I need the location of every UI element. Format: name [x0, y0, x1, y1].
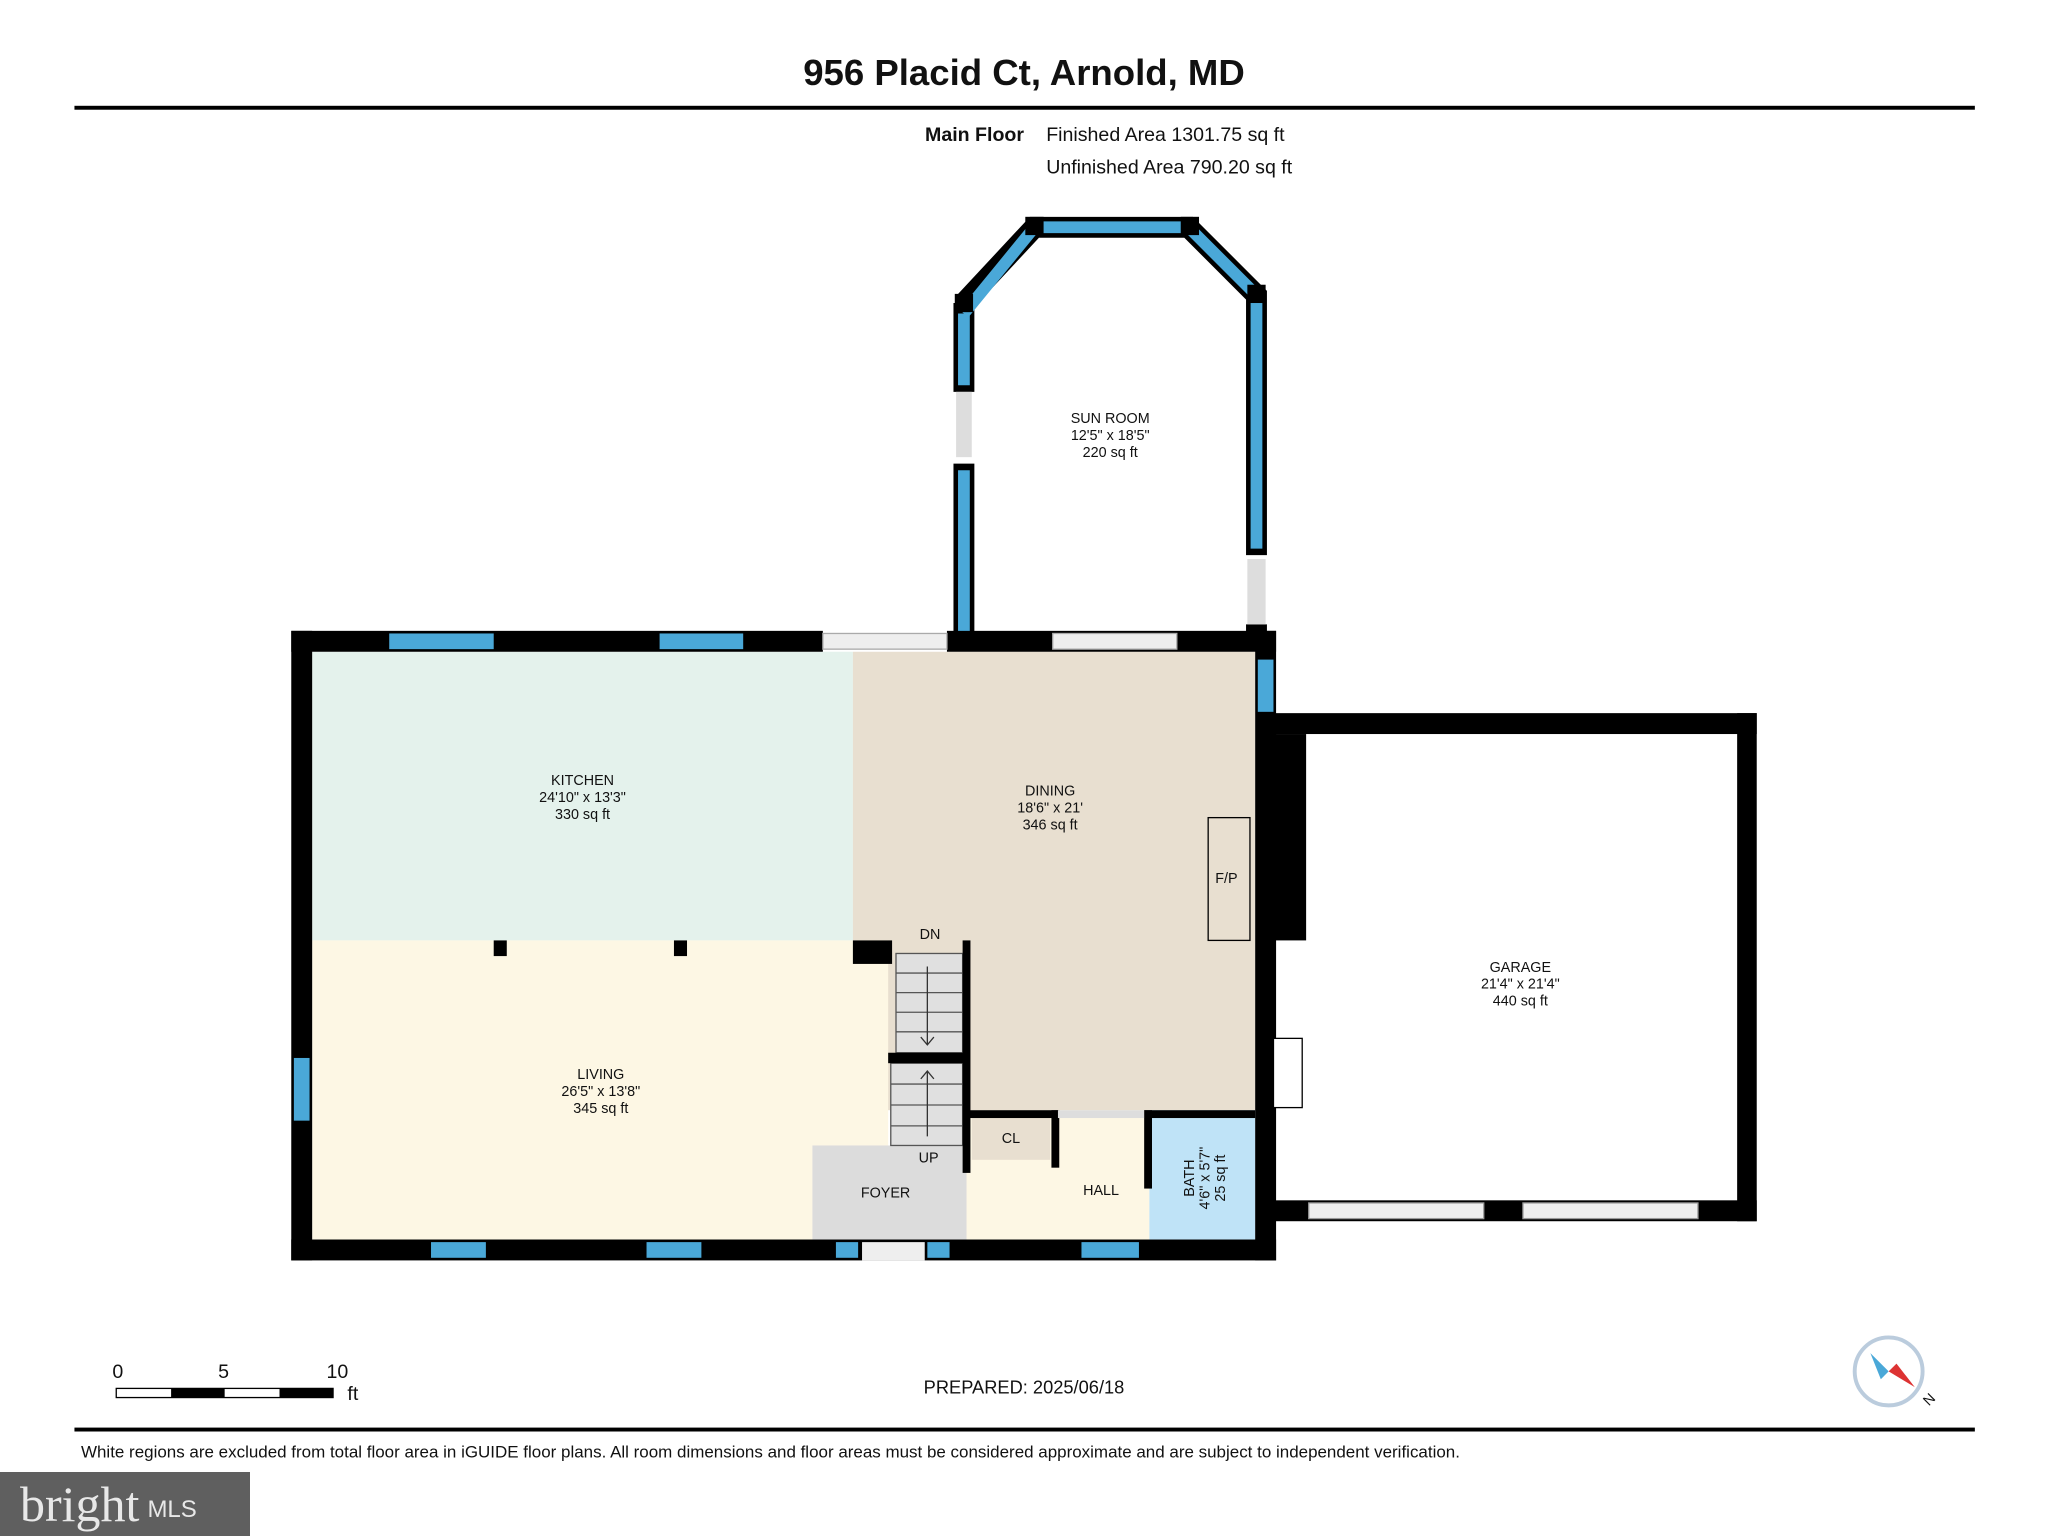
room-living — [312, 940, 889, 1240]
hall-label: HALL — [1083, 1183, 1119, 1199]
page-title: 956 Placid Ct, Arnold, MD — [803, 52, 1245, 93]
compass-icon: N — [1852, 1335, 1939, 1410]
living-dims: 26'5" x 13'8" — [561, 1084, 640, 1100]
title-divider — [74, 105, 1975, 110]
garage-area: 440 sq ft — [1493, 994, 1548, 1010]
room-closet — [971, 1115, 1051, 1160]
stairs-down-label: DN — [920, 927, 941, 943]
garage-door[interactable] — [1522, 1202, 1699, 1220]
front-door[interactable] — [862, 1242, 925, 1261]
bath-area: 25 sq ft — [1213, 1155, 1229, 1202]
sunroom-door[interactable] — [956, 391, 972, 458]
stairs-up-label: UP — [919, 1150, 939, 1166]
kitchen-area: 330 sq ft — [555, 807, 610, 823]
kitchen-name: KITCHEN — [551, 773, 614, 789]
kitchen-dims: 24'10" x 13'3" — [539, 790, 626, 806]
garage-name: GARAGE — [1490, 960, 1551, 976]
fireplace — [1207, 816, 1251, 942]
sunroom-name: SUN ROOM — [1071, 411, 1150, 427]
garage-door[interactable] — [1308, 1202, 1485, 1220]
dining-area: 346 sq ft — [1023, 817, 1078, 833]
fireplace-label: F/P — [1215, 871, 1237, 887]
room-kitchen — [312, 651, 853, 941]
sunroom-dims: 12'5" x 18'5" — [1071, 428, 1150, 444]
scale-bar: 0 5 10 ft — [112, 1361, 359, 1405]
unfinished-area: Unfinished Area 790.20 sq ft — [1046, 157, 1293, 179]
sunroom-door[interactable] — [1247, 559, 1266, 625]
scale-tick-10: 10 — [327, 1361, 349, 1383]
compass-north-label: N — [1920, 1391, 1939, 1410]
floor-name: Main Floor — [925, 124, 1024, 146]
sunroom-area: 220 sq ft — [1083, 445, 1138, 461]
closet-label: CL — [1002, 1131, 1020, 1147]
room-bath — [1149, 1110, 1256, 1240]
bath-dims: 4'6" x 5'7" — [1197, 1147, 1213, 1210]
living-area: 345 sq ft — [573, 1101, 628, 1117]
bath-name: BATH — [1182, 1160, 1198, 1197]
finished-area: Finished Area 1301.75 sq ft — [1046, 124, 1285, 146]
scale-tick-0: 0 — [112, 1361, 123, 1383]
garage-steps — [1272, 1037, 1303, 1109]
sliding-door[interactable] — [822, 632, 948, 650]
prepared-date: PREPARED: 2025/06/18 — [924, 1377, 1125, 1398]
foyer-label: FOYER — [861, 1186, 910, 1202]
sunroom-walls — [953, 216, 1267, 640]
room-foyer — [812, 1145, 971, 1240]
scale-unit: ft — [347, 1383, 358, 1405]
hall-opening — [1057, 1110, 1145, 1119]
scale-tick-5: 5 — [218, 1361, 229, 1383]
sliding-door[interactable] — [1052, 632, 1178, 650]
garage-dims: 21'4" x 21'4" — [1481, 977, 1560, 993]
windows — [293, 633, 1274, 1258]
living-name: LIVING — [577, 1067, 624, 1083]
dining-name: DINING — [1025, 783, 1075, 799]
dining-dims: 18'6" x 21' — [1017, 800, 1083, 816]
footer-divider — [74, 1427, 1975, 1432]
stairs — [890, 952, 964, 1147]
disclaimer: White regions are excluded from total fl… — [81, 1443, 1460, 1462]
